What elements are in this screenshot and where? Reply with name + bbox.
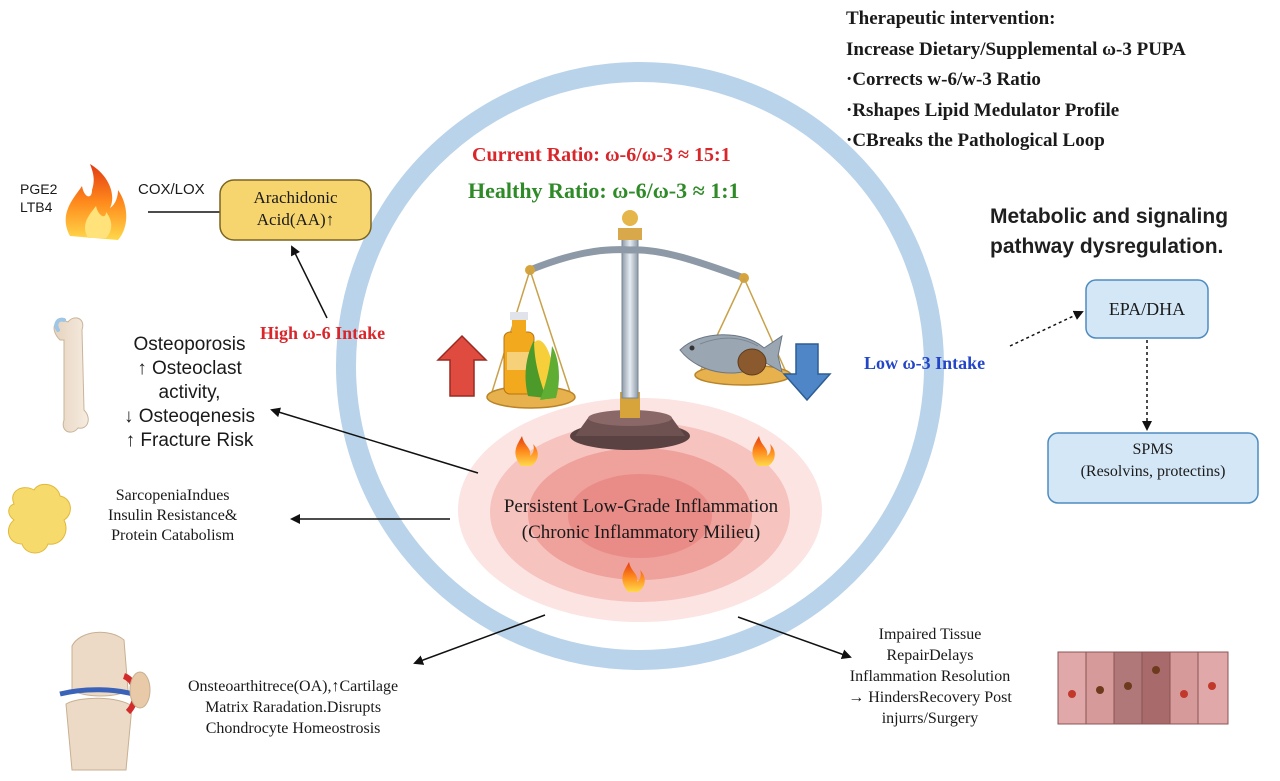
arrow-to-tissue [737, 616, 852, 660]
inflammation-zone-icon [458, 398, 822, 622]
spms-line: (Resolvins, protectins) [1080, 463, 1226, 480]
arachidonic-acid-label: Arachidonic Acid(AA)↑ [220, 180, 371, 240]
joint-effect-line: Chondrocyte Homeostrosis [205, 720, 381, 737]
balance-scale-icon [486, 210, 792, 450]
metabolic-line: pathway dysregulation. [990, 235, 1224, 258]
mediators-label: PGE2 LTB4 [20, 180, 57, 216]
inflammation-line: (Chronic Inflammatory Milieu) [521, 522, 761, 543]
tissue-effect-line: injurrs/Surgery [881, 710, 979, 727]
joint-effect-line: Onsteoarthitrece(OA),↑Cartilage [188, 678, 399, 695]
mediator-ltb4: LTB4 [20, 199, 53, 215]
healthy-ratio-label: Healthy Ratio: ω-6/ω-3 ≈ 1:1 [468, 178, 740, 203]
metabolic-line: Metabolic and signaling [990, 205, 1229, 228]
muscle-effect-line: SarcopeniaIndues [115, 487, 230, 504]
bone-effects-text: Osteoporosis ↑ Osteoclast activity, ↓ Os… [124, 333, 255, 453]
cox-lox-label: COX/LOX [138, 181, 205, 198]
tissue-effect-line: Inflammation Resolution [849, 668, 1011, 685]
tissue-effect-line: → HindersRecovery Post [848, 689, 1012, 706]
arrow-to-joint [413, 614, 546, 665]
corn-icon [525, 340, 559, 400]
tissue-effect-line: Impaired Tissue [878, 626, 982, 643]
bone-effect-line: ↓ Osteoqenesis [124, 406, 255, 427]
knee-joint-icon [59, 631, 151, 771]
therapeutic-line: ·Rshapes Lipid Medulator Profile [846, 99, 1120, 121]
fire-icon [65, 164, 127, 240]
tissue-effect-line: RepairDelays [886, 647, 974, 664]
current-ratio-label: Current Ratio: ω-6/ω-3 ≈ 15:1 [472, 144, 731, 166]
spms-label: SPMS (Resolvins, protectins) [1048, 433, 1258, 503]
tissue-cells-icon [1057, 651, 1229, 725]
bone-effect-line: activity, [158, 382, 221, 403]
muscle-effect-line: Insulin Resistance& [108, 507, 238, 524]
therapeutic-line: ·Corrects w-6/w-3 Ratio [846, 69, 1041, 90]
small-flame-icon [515, 436, 775, 592]
bone-icon [53, 317, 89, 433]
therapeutic-line: Therapeutic intervention: [846, 8, 1056, 29]
decrease-arrow-icon [782, 343, 832, 402]
high-omega6-label: High ω-6 Intake [260, 323, 386, 343]
arachidonic-acid-box [219, 179, 372, 241]
aa-line: Acid(AA)↑ [256, 210, 335, 229]
spms-line: SPMS [1132, 441, 1174, 458]
low-omega3-label: Low ω-3 Intake [864, 353, 986, 373]
arrow-to-bone [270, 407, 479, 474]
inflammation-label: Persistent Low-Grade Inflammation (Chron… [466, 494, 816, 546]
bone-effect-line: ↑ Fracture Risk [125, 430, 254, 451]
therapeutic-intervention-text: Therapeutic intervention: Increase Dieta… [846, 4, 1186, 157]
arrow-low-to-epa [1009, 310, 1084, 347]
tissue-effects-text: Impaired Tissue RepairDelays Inflammatio… [812, 624, 1048, 729]
therapeutic-line: Increase Dietary/Supplemental ω-3 PUPA [846, 38, 1186, 60]
muscle-effects-text: SarcopeniaIndues Insulin Resistance& Pro… [108, 486, 237, 546]
outer-ring [336, 62, 944, 670]
joint-effect-line: Matrix Raradation.Disrupts [205, 699, 382, 716]
epa-dha-label: EPA/DHA [1108, 299, 1186, 319]
fat-tissue-icon [7, 483, 71, 554]
metabolic-dysregulation-title: Metabolic and signaling pathway dysregul… [990, 202, 1228, 262]
arrow-to-aa [291, 245, 328, 319]
inflammation-line: Persistent Low-Grade Inflammation [503, 496, 779, 517]
epa-dha-box [1085, 279, 1209, 339]
bone-effect-line: Osteoporosis [133, 334, 246, 355]
bone-effect-line: ↑ Osteoclast [137, 358, 242, 379]
muscle-effect-line: Protein Catabolism [111, 527, 235, 544]
spms-box [1047, 432, 1259, 504]
joint-effects-text: Onsteoarthitrece(OA),↑Cartilage Matrix R… [188, 676, 398, 739]
walnut-icon [737, 348, 767, 376]
increase-arrow-icon [436, 334, 488, 397]
aa-line: Arachidonic [253, 188, 338, 207]
mediator-pge2: PGE2 [20, 181, 58, 197]
therapeutic-line: ·CBreaks the Pathological Loop [846, 130, 1105, 151]
